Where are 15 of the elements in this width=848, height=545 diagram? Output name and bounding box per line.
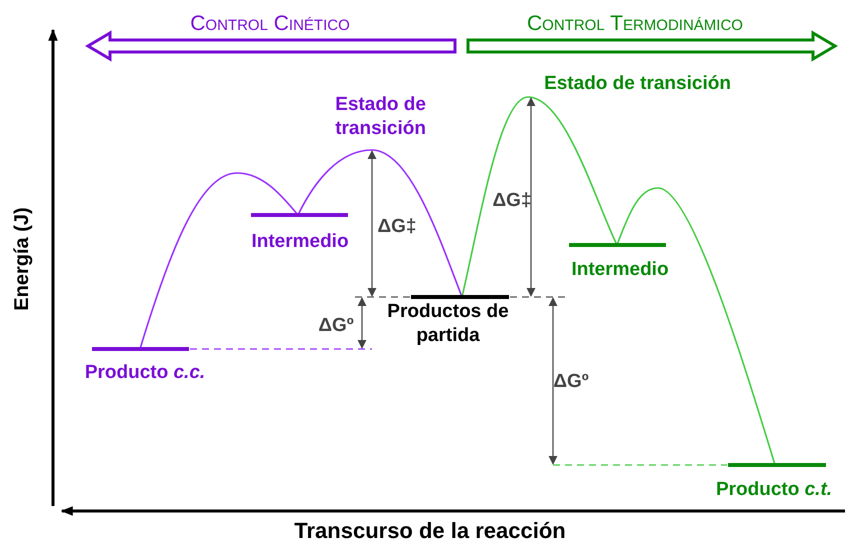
level-label: Producto c.c.	[84, 361, 206, 385]
delta-g-label: ΔG‡	[376, 215, 418, 239]
section-heading: Control Termodinámico	[526, 11, 744, 37]
level-label: Intermedio	[250, 230, 350, 254]
level-label: Intermedio	[570, 258, 670, 282]
delta-g-label: ΔGº	[552, 370, 590, 394]
delta-g-label: ΔGº	[317, 314, 355, 338]
axis-title: Energía (J)	[10, 206, 34, 313]
level-label: Producto c.t.	[714, 478, 834, 502]
level-label: Productos de partida	[386, 300, 510, 348]
delta-g-label: ΔG‡	[491, 189, 532, 213]
level-label: Estado de transición	[334, 93, 426, 141]
section-heading: Control Cinético	[189, 11, 351, 37]
axis-title: Transcurso de la reacción	[293, 517, 567, 545]
level-label: Estado de transición	[543, 72, 732, 96]
